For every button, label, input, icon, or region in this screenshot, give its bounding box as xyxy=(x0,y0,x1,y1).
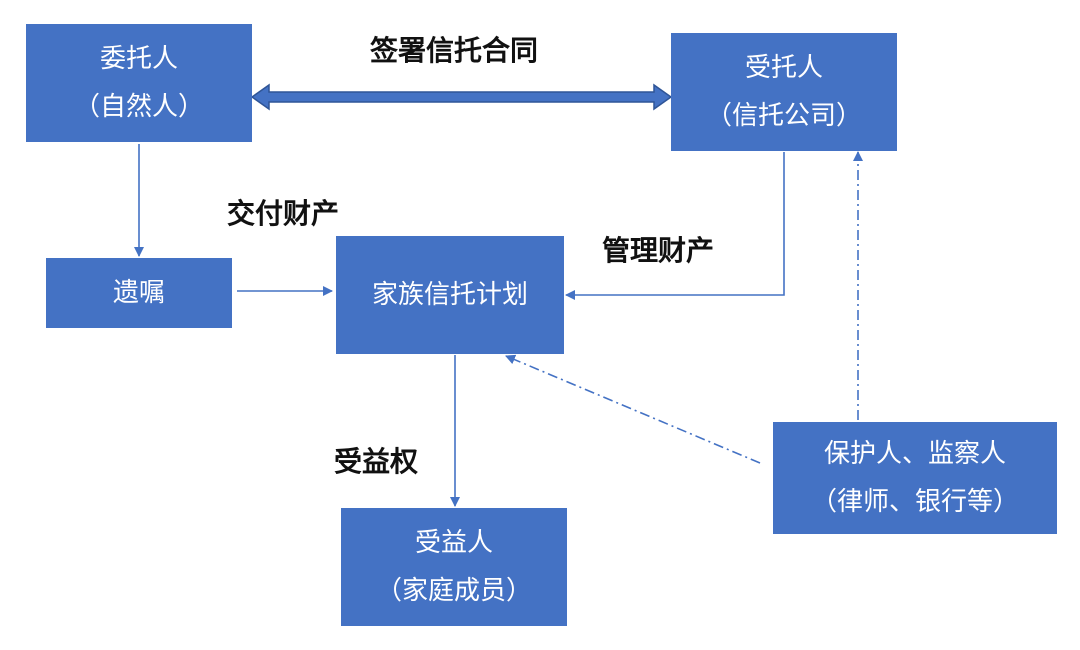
arrow-trustee-to-trust-plan xyxy=(565,152,785,300)
trustee-subtitle: （信托公司） xyxy=(705,101,862,131)
deliver-property-label: 交付财产 xyxy=(227,197,340,230)
double-arrow-settlor-trustee xyxy=(250,83,673,111)
dashed-arrow-protector-to-trust-plan xyxy=(505,354,761,464)
sign-contract-label: 签署信托合同 xyxy=(370,34,539,67)
beneficiary-subtitle: （家庭成员） xyxy=(375,576,532,606)
trustee-box: 受托人 （信托公司） xyxy=(671,33,897,151)
beneficiary-box: 受益人 （家庭成员） xyxy=(341,508,567,626)
beneficiary-title: 受益人 xyxy=(414,528,493,558)
settlor-title: 委托人 xyxy=(99,44,178,74)
will-box: 遗嘱 xyxy=(46,258,232,328)
beneficial-rights-label: 受益权 xyxy=(334,445,419,478)
protector-title: 保护人、监察人 xyxy=(823,439,1006,469)
trust-plan-title: 家族信托计划 xyxy=(371,280,528,310)
will-title: 遗嘱 xyxy=(112,278,165,308)
settlor-subtitle: （自然人） xyxy=(73,92,204,122)
protector-subtitle: （律师、银行等） xyxy=(810,487,1019,517)
trustee-title: 受托人 xyxy=(744,53,823,83)
manage-property-label: 管理财产 xyxy=(602,234,715,267)
protector-box: 保护人、监察人 （律师、银行等） xyxy=(773,422,1057,534)
settlor-box: 委托人 （自然人） xyxy=(26,24,252,142)
trust-plan-box: 家族信托计划 xyxy=(336,236,564,354)
